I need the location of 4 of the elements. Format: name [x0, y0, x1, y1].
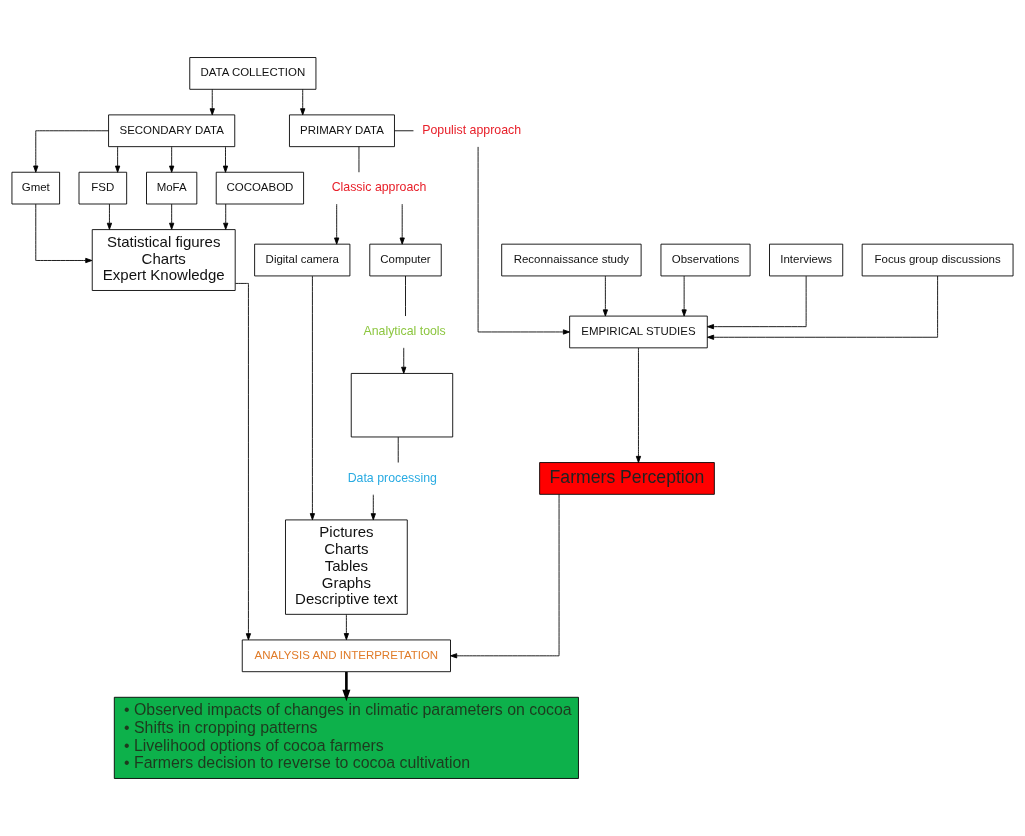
node-text: Classic approach [331, 180, 427, 195]
node-text: Populist approach [422, 123, 522, 138]
node-text: Analytical tools [363, 324, 446, 339]
node-text: Data processing [347, 470, 437, 485]
